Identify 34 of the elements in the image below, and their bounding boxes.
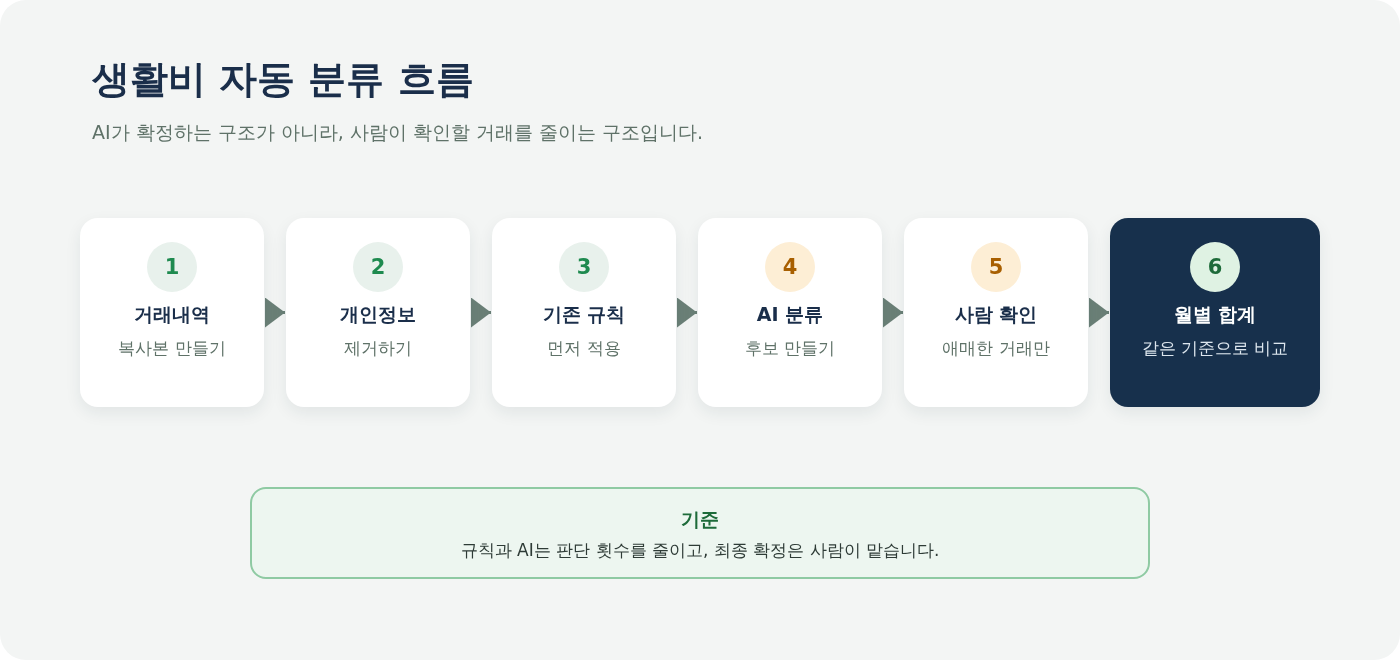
step-title: 개인정보 xyxy=(339,302,417,327)
step-description: 후보 만들기 xyxy=(743,337,837,360)
step-card xyxy=(80,218,264,407)
step-title: AI 분류 xyxy=(755,302,825,327)
step-card xyxy=(904,218,1088,407)
title: 생활비 자동 분류 흐름 xyxy=(92,56,474,103)
step-card xyxy=(492,218,676,407)
step-title: 거래내역 xyxy=(133,302,211,327)
step-description: 애매한 거래만 xyxy=(941,337,1051,360)
step-number: 5 xyxy=(971,242,1021,292)
arrow xyxy=(1089,297,1109,328)
step-number: 4 xyxy=(765,242,815,292)
arrow xyxy=(265,297,285,328)
step-number: 3 xyxy=(559,242,609,292)
note-box xyxy=(250,487,1150,579)
step-card xyxy=(698,218,882,407)
step-description: 먼저 적용 xyxy=(546,337,622,360)
subtitle: AI가 확정하는 구조가 아니라, 사람이 확인할 거래를 줄이는 구조입니다. xyxy=(92,120,703,145)
step-card xyxy=(1110,218,1320,407)
step-title: 사람 확인 xyxy=(953,302,1039,327)
step-card xyxy=(286,218,470,407)
arrow xyxy=(883,297,903,328)
step-title: 기존 규칙 xyxy=(541,302,627,327)
step-number: 2 xyxy=(353,242,403,292)
step-number: 6 xyxy=(1190,242,1240,292)
note-title: 기준 xyxy=(680,507,720,532)
arrow xyxy=(677,297,697,328)
step-description: 제거하기 xyxy=(343,337,413,360)
arrow xyxy=(471,297,491,328)
step-number: 1 xyxy=(147,242,197,292)
step-title: 월별 합계 xyxy=(1172,302,1258,327)
note-text: 규칙과 AI는 판단 횟수를 줄이고, 최종 확정은 사람이 맡습니다. xyxy=(459,539,941,562)
step-description: 같은 기준으로 비교 xyxy=(1140,337,1290,360)
step-description: 복사본 만들기 xyxy=(117,337,227,360)
